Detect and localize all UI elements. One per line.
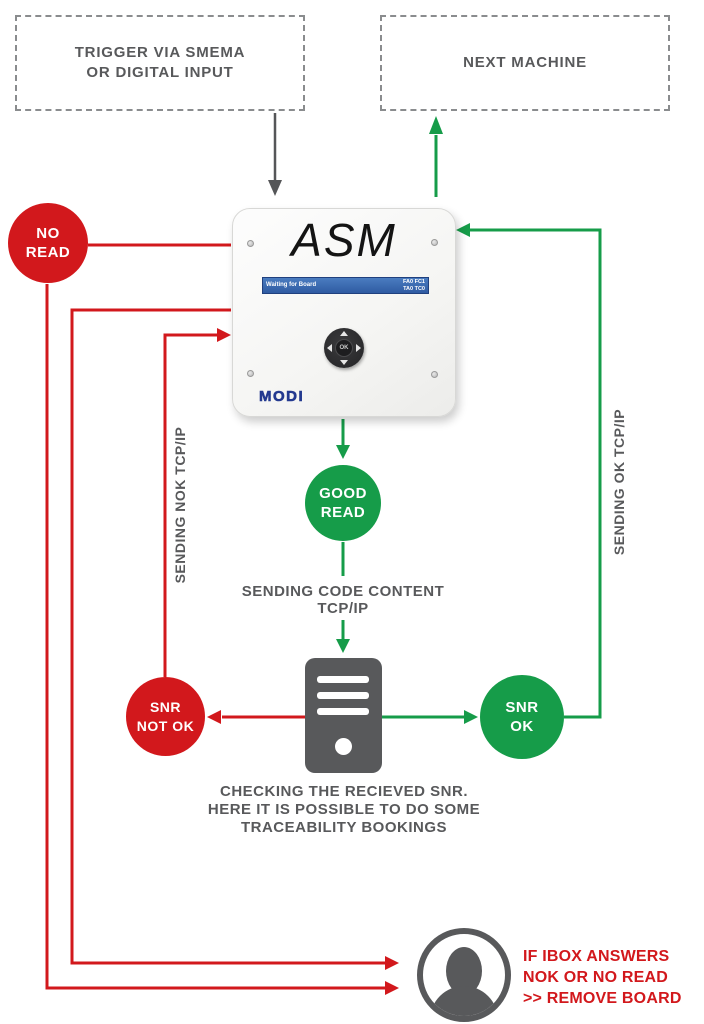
dpad-left-icon[interactable] — [327, 344, 332, 352]
checking-line2: HERE IT IS POSSIBLE TO DO SOME — [207, 801, 481, 818]
trigger-label-line1: TRIGGER VIA SMEMA — [74, 44, 246, 61]
server-to-snr-not-ok-arrow — [207, 710, 305, 724]
screw-icon — [431, 371, 438, 378]
modi-logo: MODI — [259, 388, 305, 406]
server-slot-bar — [317, 676, 369, 683]
remove-line1: IF IBOX ANSWERS — [523, 948, 670, 965]
no-read-node: NO READ — [8, 203, 88, 283]
snr-ok-label-line2: OK — [510, 718, 534, 735]
screen-status-text: Waiting for Board — [266, 282, 317, 288]
snr-not-ok-label-line2: NOT OK — [136, 717, 195, 734]
server-to-snr-ok-arrow — [382, 710, 478, 724]
asm-to-good-read-arrow — [336, 419, 350, 459]
next-machine-label: NEXT MACHINE — [463, 54, 587, 71]
label-to-server-arrow — [336, 620, 350, 653]
checking-snr-caption: CHECKING THE RECIEVED SNR. HERE IT IS PO… — [150, 783, 538, 837]
device-dpad-control[interactable]: OK — [324, 328, 364, 368]
asm-brand-logo: ASM — [291, 214, 397, 266]
snr-ok-label-line1: SNR — [505, 699, 539, 716]
remove-board-instruction: IF IBOX ANSWERS NOK OR NO READ >> REMOVE… — [523, 946, 693, 1009]
good-read-label-line1: GOOD — [319, 485, 367, 502]
snr-not-ok-node: SNR NOT OK — [126, 677, 205, 756]
dpad-ok-button[interactable]: OK — [335, 339, 353, 357]
sending-code-line1: SENDING CODE CONTENT — [241, 583, 445, 600]
snr-ok-return-to-asm-path — [456, 223, 602, 719]
no-read-label-line2: READ — [25, 244, 71, 261]
ibox-server-icon — [305, 658, 382, 773]
dpad-up-icon[interactable] — [340, 331, 348, 336]
snr-not-ok-label-line1: SNR — [149, 698, 182, 715]
screen-counter-bottom: TA0 TC0 — [403, 285, 425, 292]
next-machine-box: NEXT MACHINE — [380, 15, 670, 111]
remove-line2: NOK OR NO READ — [523, 969, 669, 986]
trigger-to-asm-arrow — [268, 113, 282, 196]
sending-ok-tcpip-label: SENDING OK TCP/IP — [611, 408, 627, 556]
screen-counters: FA0 FC1 TA0 TC0 — [403, 279, 425, 293]
operator-person-icon — [417, 928, 511, 1022]
screw-icon — [247, 240, 254, 247]
server-power-dot — [335, 738, 352, 755]
trigger-source-box: TRIGGER VIA SMEMA OR DIGITAL INPUT — [15, 15, 305, 111]
server-slot-bar — [317, 708, 369, 715]
dpad-right-icon[interactable] — [356, 344, 361, 352]
good-read-label-line2: READ — [320, 504, 366, 521]
server-slot-bar — [317, 692, 369, 699]
trigger-label-line2: OR DIGITAL INPUT — [86, 64, 234, 81]
screw-icon — [431, 239, 438, 246]
person-shoulders — [430, 986, 498, 1016]
no-read-label-line1: NO — [36, 225, 60, 242]
screw-icon — [247, 370, 254, 377]
asm-reader-device: ASM Waiting for Board FA0 FC1 TA0 TC0 OK… — [232, 208, 456, 417]
good-read-node: GOOD READ — [305, 465, 381, 541]
snr-ok-node: SNR OK — [480, 675, 564, 759]
checking-line3: TRACEABILITY BOOKINGS — [240, 819, 448, 836]
remove-line3: >> REMOVE BOARD — [523, 990, 682, 1007]
sending-code-line2: TCP/IP — [317, 600, 369, 617]
sending-code-content-label: SENDING CODE CONTENT TCP/IP — [193, 583, 493, 617]
asm-to-next-machine-arrow — [429, 116, 443, 197]
sending-nok-tcpip-label: SENDING NOK TCP/IP — [172, 426, 188, 584]
dpad-down-icon[interactable] — [340, 360, 348, 365]
checking-line1: CHECKING THE RECIEVED SNR. — [219, 783, 469, 800]
screen-counter-top: FA0 FC1 — [402, 278, 425, 285]
device-lcd-screen: Waiting for Board FA0 FC1 TA0 TC0 — [262, 277, 429, 294]
